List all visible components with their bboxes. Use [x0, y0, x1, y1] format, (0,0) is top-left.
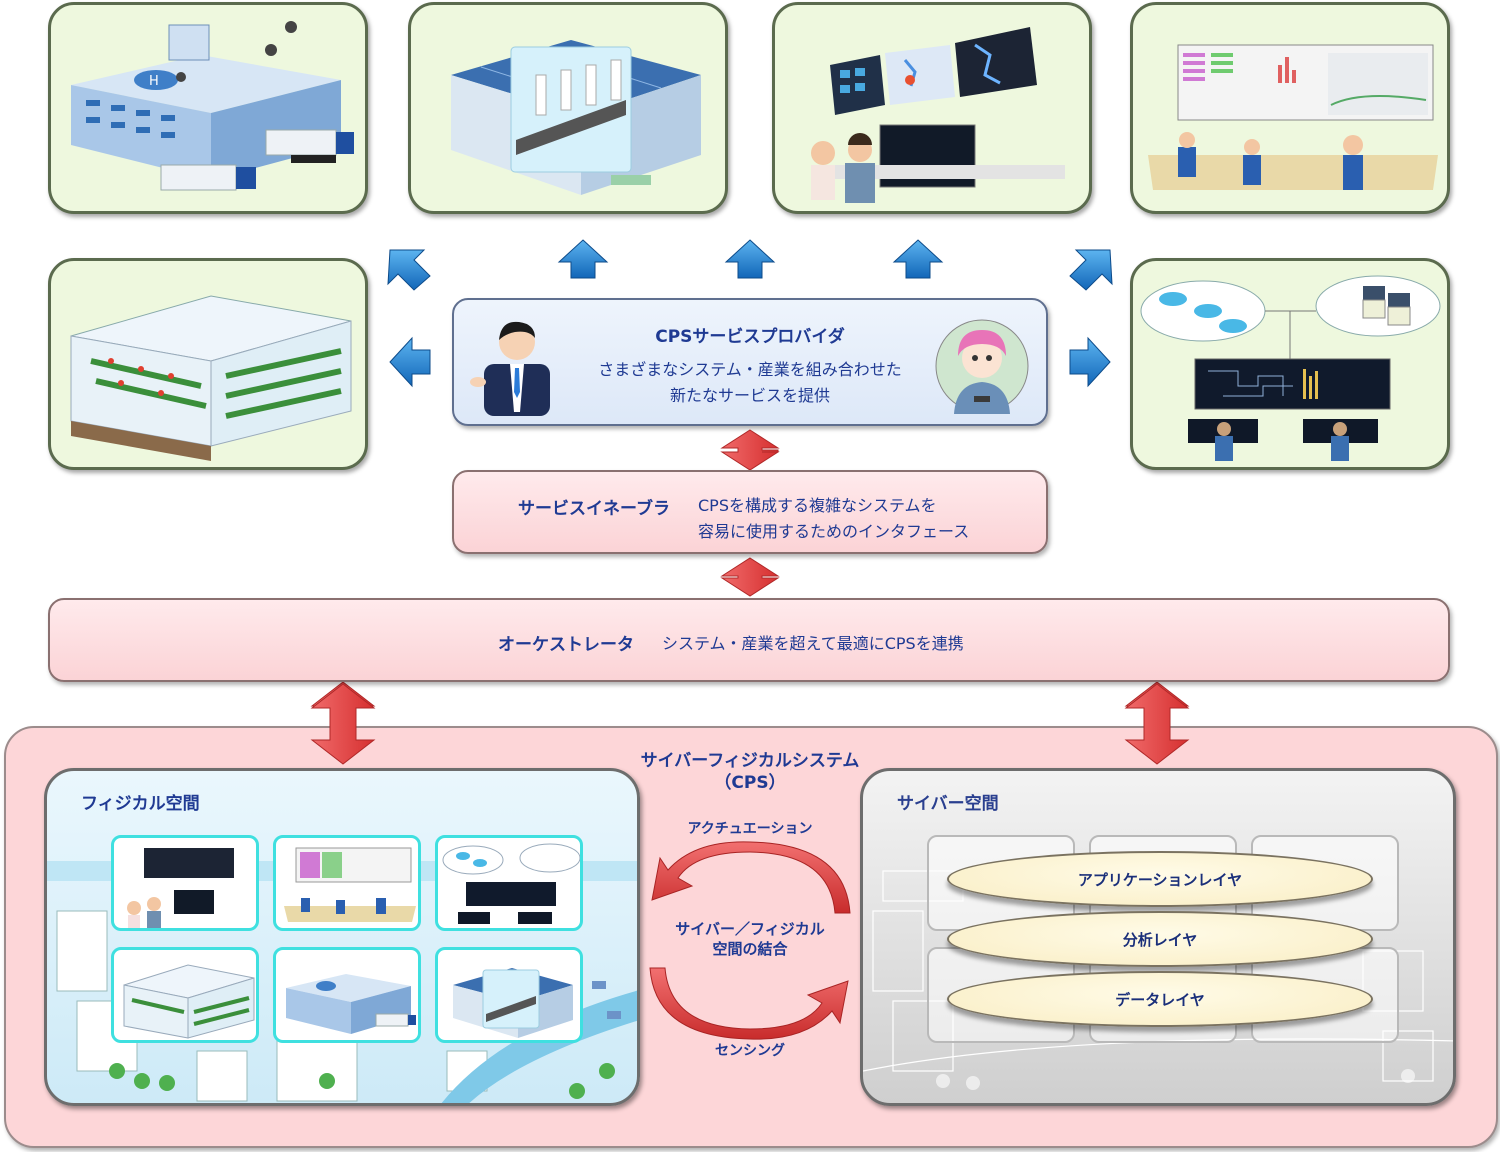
svg-text:H: H	[149, 74, 159, 89]
arrow-up-icon	[892, 239, 944, 279]
arrow-up-icon	[724, 239, 776, 279]
arrow-up-left-icon	[387, 249, 431, 291]
arrow-up-icon	[557, 239, 609, 279]
city-background	[47, 861, 637, 1103]
double-arrow-icon	[1124, 683, 1190, 765]
mini-tile-warehouse	[273, 947, 421, 1043]
service-arrows	[387, 239, 1113, 388]
orchestrator: オーケストレータ システム・産業を超えて最適にCPSを連携	[48, 598, 1450, 682]
data-layer: データレイヤ	[947, 971, 1373, 1027]
application-layer: アプリケーションレイヤ	[947, 851, 1373, 907]
tile-logistics-warehouse: H	[48, 2, 368, 214]
greenhouse-farm-icon	[70, 295, 352, 461]
double-arrow-icon	[720, 557, 780, 597]
engineer-icon	[935, 319, 1029, 414]
weather-monitoring-icon	[811, 27, 1065, 203]
mini-tile-operations	[273, 835, 421, 931]
mini-tile-ev-grid	[435, 835, 583, 931]
sensing-arrow-icon	[649, 967, 849, 1040]
double-arrow-icon	[720, 429, 780, 471]
physical-space-label: フィジカル空間	[81, 794, 200, 814]
tile-ev-energy-grid	[1130, 258, 1450, 470]
arrow-up-right-icon	[1069, 249, 1113, 291]
businessman-icon	[470, 321, 550, 416]
tile-greenhouse-farm	[48, 258, 368, 470]
physical-space: フィジカル空間	[44, 768, 640, 1106]
tile-food-factory	[408, 2, 728, 214]
service-enabler: サービスイネーブラ CPSを構成する複雑なシステムを 容易に使用するためのインタ…	[452, 470, 1048, 554]
mini-tile-weather	[111, 835, 259, 931]
cps-service-provider: CPSサービスプロバイダ さまざまなシステム・産業を組み合わせた 新たなサービス…	[452, 298, 1048, 426]
provider-desc-line2: 新たなサービスを提供	[669, 386, 830, 405]
tile-operations-center	[1130, 2, 1450, 214]
analysis-layer: 分析レイヤ	[947, 911, 1373, 967]
cps-title-line2: （CPS）	[714, 773, 786, 793]
provider-title: CPSサービスプロバイダ	[655, 327, 845, 347]
enabler-desc-line1: CPSを構成する複雑なシステムを	[698, 496, 937, 515]
cps-title-line1: サイバーフィジカルシステム	[640, 751, 860, 771]
operations-center-icon	[1148, 44, 1438, 190]
mini-tile-factory	[435, 947, 583, 1043]
enabler-title: サービスイネーブラ	[518, 499, 670, 519]
actuation-arrow-icon	[651, 841, 851, 914]
sensing-label: センシング	[715, 1043, 785, 1059]
provider-desc-line1: さまざまなシステム・産業を組み合わせた	[598, 360, 902, 379]
cyber-space: サイバー空間 アプリケーションレイヤ 分析レイヤ データレイヤ	[860, 768, 1456, 1106]
orchestrator-cps-arrows	[310, 683, 1190, 765]
orchestrator-title: オーケストレータ	[498, 635, 634, 655]
link-label-line1: サイバー／フィジカル	[675, 920, 825, 938]
mini-tile-greenhouse	[111, 947, 259, 1043]
tile-weather-monitoring	[772, 2, 1092, 214]
cyber-space-label: サイバー空間	[897, 794, 999, 814]
cycle-arrows	[649, 841, 851, 1040]
link-label-line2: 空間の結合	[712, 940, 788, 958]
arrow-right-icon	[1069, 336, 1111, 388]
food-factory-icon	[451, 40, 701, 195]
actuation-label: アクチュエーション	[687, 821, 813, 837]
ev-energy-grid-icon	[1140, 275, 1441, 461]
enabler-desc-line2: 容易に使用するためのインタフェース	[698, 522, 970, 541]
orchestrator-desc: システム・産業を超えて最適にCPSを連携	[662, 634, 964, 653]
double-arrow-icon	[310, 683, 376, 765]
arrow-left-icon	[389, 336, 431, 388]
logistics-warehouse-icon: H	[71, 21, 354, 191]
